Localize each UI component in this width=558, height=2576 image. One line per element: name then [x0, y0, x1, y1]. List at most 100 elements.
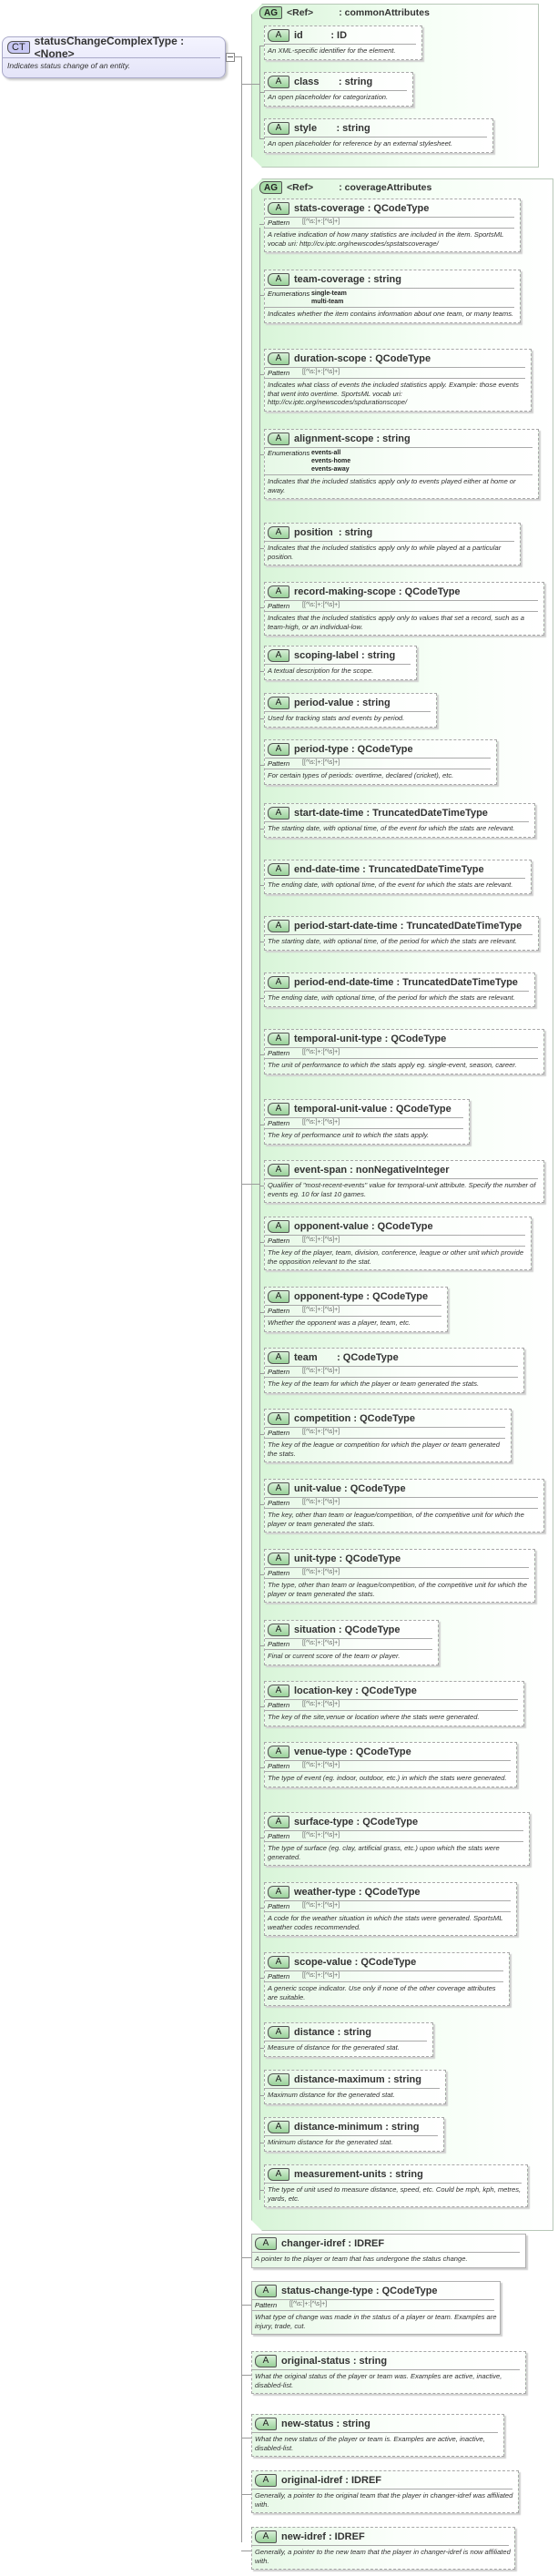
connector-line [259, 548, 264, 549]
attribute-icon: A [268, 862, 289, 876]
pattern-label: Pattern [268, 1762, 290, 1770]
connector-line [259, 1504, 264, 1505]
attribute-description: The ending date, with optional time, of … [268, 881, 513, 889]
pattern-row: Pattern[[^\s:]+:[^\s]+] [265, 1236, 525, 1247]
pattern-label: Pattern [268, 1972, 290, 1980]
pattern-value: [[^\s:]+:[^\s]+] [302, 1972, 340, 1979]
pattern-label: Pattern [268, 1640, 290, 1648]
pattern-value: [[^\s:]+:[^\s]+] [302, 1368, 340, 1374]
connector-line [259, 998, 264, 999]
pattern-value: [[^\s:]+:[^\s]+] [302, 1640, 340, 1646]
connector-line [259, 1574, 264, 1575]
connector-line [234, 56, 241, 57]
group-ref: <Ref> [287, 7, 314, 18]
attribute-name: changer-idref : IDREF [281, 2237, 385, 2249]
connector-line [259, 671, 264, 672]
attribute-icon: A [268, 1289, 289, 1303]
attribute-description: Maximum distance for the generated stat. [268, 2091, 395, 2099]
connector-line [259, 374, 264, 375]
attribute-name: opponent-value : QCodeType [294, 1220, 433, 1232]
attribute-description: What the original status of the player o… [255, 2372, 502, 2389]
attribute-icon: A [268, 806, 289, 820]
attribute-description: A textual description for the scope. [268, 667, 374, 675]
attribute-description: An open placeholder for reference by an … [268, 139, 453, 148]
complex-type-description: Indicates status change of an entity. [7, 61, 130, 70]
attribute-description: Indicates what class of events the inclu… [268, 381, 519, 406]
connector-line [259, 224, 264, 225]
enumeration-value: events-away [311, 466, 350, 473]
attribute-name: distance-maximum : string [294, 2073, 421, 2085]
attribute-name: end-date-time : TruncatedDateTimeType [294, 863, 484, 875]
pattern-value: [[^\s:]+:[^\s]+] [302, 1569, 340, 1575]
connector-line [259, 718, 264, 719]
pattern-value: [[^\s:]+:[^\s]+] [302, 759, 340, 766]
pattern-label: Pattern [268, 1237, 290, 1245]
collapse-toggle[interactable] [226, 53, 235, 62]
pattern-row: Pattern[[^\s:]+:[^\s]+] [265, 1831, 523, 1842]
attribute-description: Minimum distance for the generated stat. [268, 2138, 393, 2146]
attribute-icon: A [255, 2236, 277, 2250]
pattern-row: Pattern[[^\s:]+:[^\s]+] [265, 601, 538, 612]
attribute-icon: A [268, 272, 289, 286]
pattern-row: Pattern[[^\s:]+:[^\s]+] [265, 1568, 529, 1579]
attribute-icon: A [268, 1163, 289, 1176]
attribute-name: team : QCodeType [294, 1351, 399, 1363]
attribute-icon: A [268, 1955, 289, 1969]
